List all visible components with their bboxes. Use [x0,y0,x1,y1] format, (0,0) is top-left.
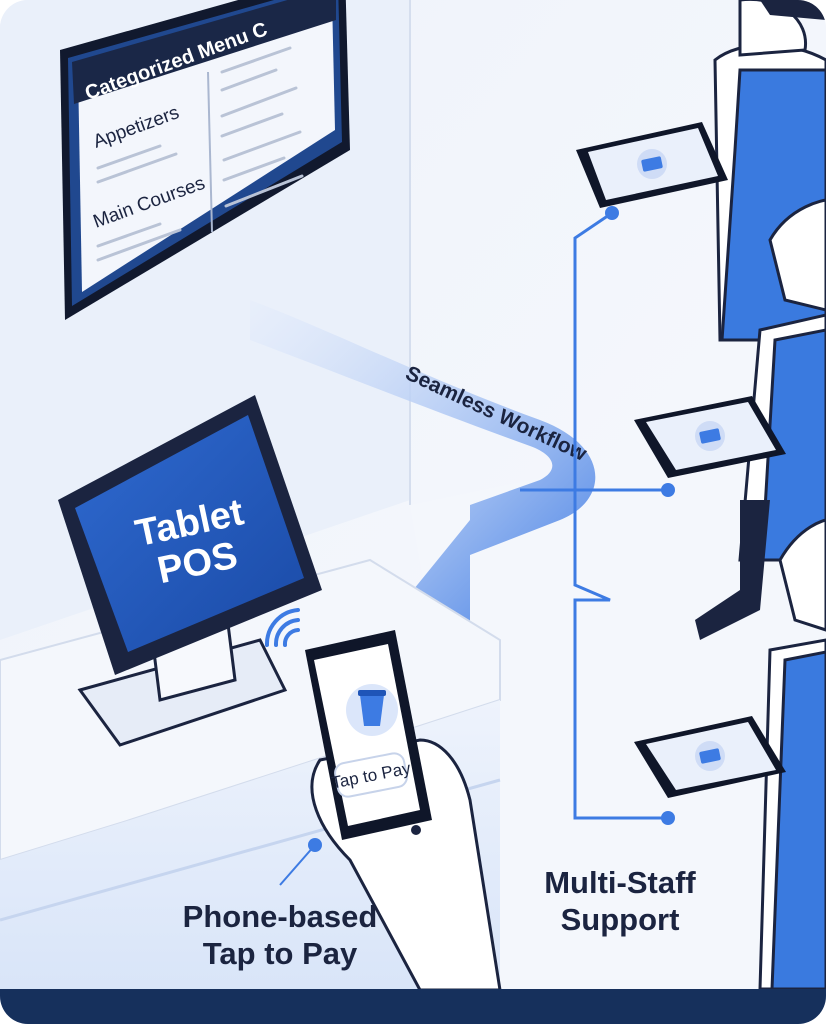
nfc-waves-icon [264,608,300,647]
phone-caption-pointer [279,838,322,886]
multi-staff-caption: Multi-Staff Support [505,864,735,938]
bottom-band [0,989,826,1024]
phone-tap-to-pay[interactable]: Tap to Pay [305,630,502,992]
staff-network-lines [520,211,668,820]
phone-caption-line2: Tap to Pay [202,936,358,971]
staff-member-3 [634,518,826,991]
staff-caption-line2: Support [560,902,680,937]
phone-caption-line1: Phone-based [182,899,378,934]
cup-icon [360,695,384,726]
tablet-screen-icon [75,415,304,652]
phone-payment-caption: Phone-based Tap to Pay [150,898,410,972]
staff-caption-line1: Multi-Staff [544,865,696,900]
menu-item-lines [96,46,304,262]
floor-area [410,420,826,1024]
staff-member-2 [634,198,826,640]
tablet-pos[interactable]: Tablet POS [58,395,322,747]
